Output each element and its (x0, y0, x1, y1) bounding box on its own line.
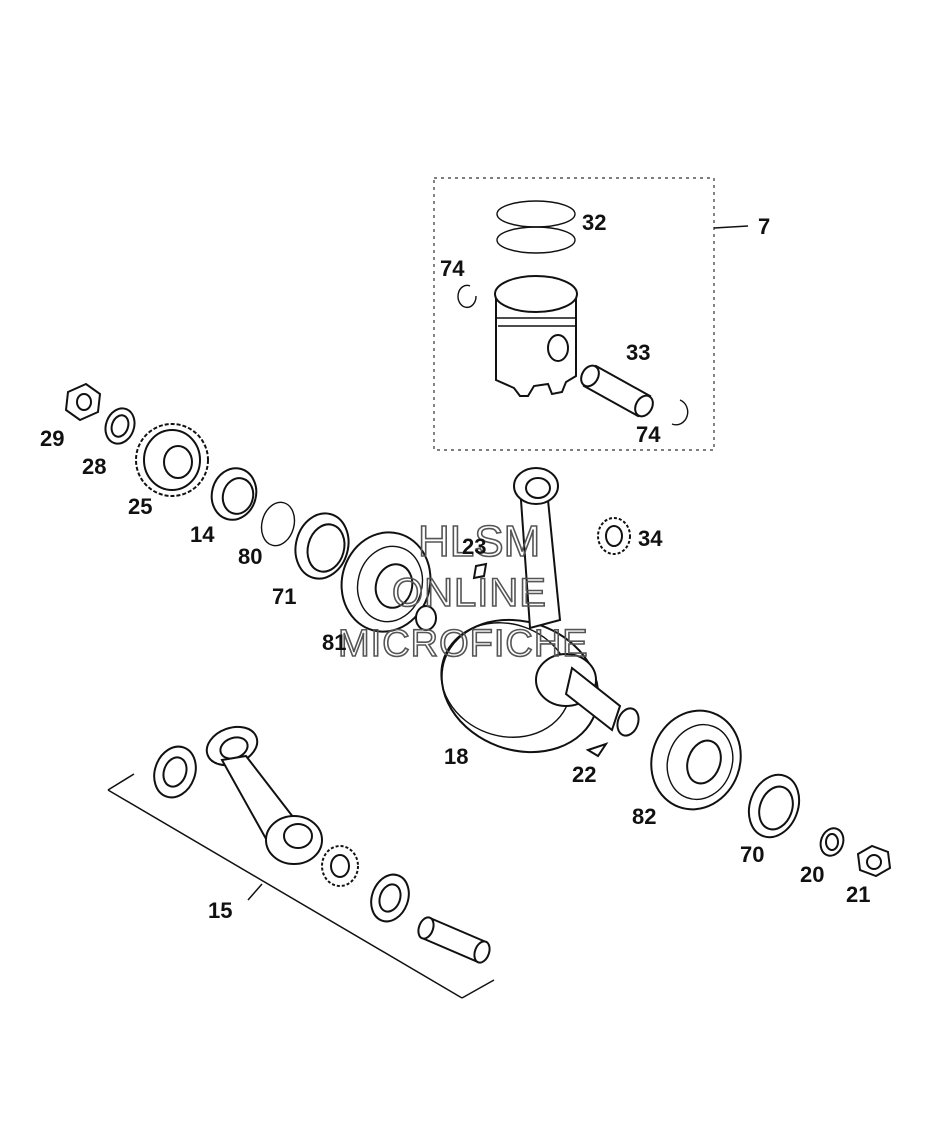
callout-81: 81 (322, 630, 346, 655)
seal-71 (294, 512, 350, 580)
callout-32: 32 (582, 210, 606, 235)
needle-bearing-34 (597, 517, 631, 555)
bearing-81 (340, 531, 432, 633)
callout-23: 23 (462, 534, 486, 559)
crank-pin (417, 916, 491, 964)
thrust-washer-lower (370, 873, 410, 923)
washer-20 (819, 827, 845, 857)
crankshaft (415, 467, 640, 754)
o-ring-80 (260, 501, 296, 547)
hex-nut-left (64, 382, 102, 422)
piston-rings (496, 200, 576, 254)
bearing-82 (650, 709, 742, 811)
callout-18: 18 (444, 744, 468, 769)
gear-25 (135, 423, 209, 497)
callout-82: 82 (632, 804, 656, 829)
thrust-washer-upper (153, 745, 197, 799)
callout-33: 33 (626, 340, 650, 365)
callout-21: 21 (846, 882, 870, 907)
piston-pin (580, 364, 654, 418)
callout-74-upper: 74 (440, 256, 465, 281)
seal-70 (747, 773, 801, 839)
callout-14: 14 (190, 522, 215, 547)
callout-70: 70 (740, 842, 764, 867)
piston (494, 275, 578, 397)
watermark: HLSM ONLINE MICROFICHE (337, 516, 589, 666)
callout-71: 71 (272, 584, 296, 609)
watermark-line-2: ONLINE (392, 571, 547, 615)
connecting-rod (205, 725, 323, 865)
washer-28 (104, 407, 136, 445)
callout-34: 34 (638, 526, 663, 551)
callout-15: 15 (208, 898, 232, 923)
callout-74-lower: 74 (636, 422, 661, 447)
watermark-line-3: MICROFICHE (338, 623, 589, 665)
callout-20: 20 (800, 862, 824, 887)
callout-80: 80 (238, 544, 262, 569)
callout-28: 28 (82, 454, 106, 479)
watermark-line-1: HLSM (418, 517, 540, 566)
sleeve-14 (210, 467, 258, 521)
key-23 (472, 562, 488, 580)
hex-nut-right (856, 844, 892, 878)
circlip-right (671, 399, 689, 426)
needle-bearing-kit (321, 845, 359, 887)
circlip-left (457, 284, 477, 309)
conrod-kit-group (107, 773, 495, 999)
callout-22: 22 (572, 762, 596, 787)
callouts: 7 32 74 33 74 29 28 25 14 80 71 81 23 34… (40, 210, 870, 923)
callout-29: 29 (40, 426, 64, 451)
callout-25: 25 (128, 494, 152, 519)
callout-7: 7 (758, 214, 770, 239)
key-22 (585, 742, 609, 758)
piston-kit-group (433, 177, 749, 451)
